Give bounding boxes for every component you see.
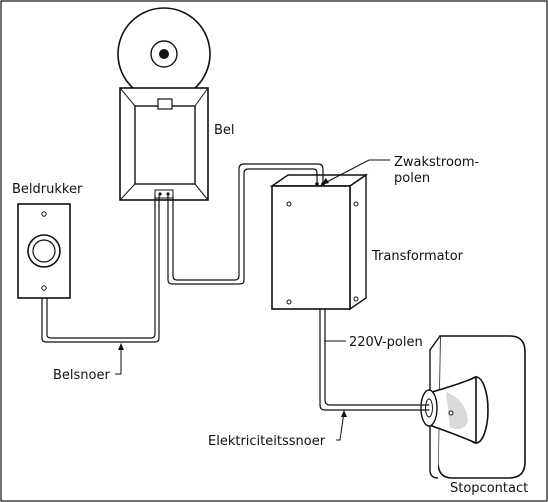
bell-cover bbox=[134, 105, 196, 185]
belsnoer-arrow bbox=[118, 343, 124, 350]
mains-cord-a bbox=[319, 308, 430, 411]
bell-bevel-br bbox=[194, 183, 209, 201]
bell-terminal-screw bbox=[158, 192, 162, 196]
transformer-screw bbox=[353, 296, 359, 302]
bell-to-transformer-wire-a bbox=[167, 168, 318, 285]
transformer-screw bbox=[353, 201, 359, 207]
label-zwakstroom-line1: Zwakstroom- bbox=[394, 155, 480, 170]
doorbell bbox=[117, 7, 211, 201]
mains-cord-b bbox=[324, 308, 430, 406]
plug-cord-grip bbox=[425, 398, 433, 418]
label-zwakstroom-line2: polen bbox=[394, 171, 430, 186]
label-bel: Bel bbox=[214, 123, 235, 138]
elektriciteitssnoer-leader bbox=[336, 411, 345, 441]
zwakstroom-arrow bbox=[321, 178, 329, 185]
label-transformator: Transformator bbox=[371, 249, 464, 264]
bell-to-transformer-wire-b bbox=[172, 163, 324, 281]
labels: Bel Beldrukker Zwakstroom- polen Transfo… bbox=[12, 123, 528, 496]
transformer-screw bbox=[286, 201, 292, 207]
push-button-screw-top bbox=[41, 211, 47, 217]
label-beldrukker: Beldrukker bbox=[12, 182, 83, 197]
push-button bbox=[17, 203, 71, 299]
label-belsnoer: Belsnoer bbox=[53, 368, 110, 383]
bell-bevel-tl bbox=[119, 87, 136, 107]
bell-bevel-bl bbox=[119, 183, 136, 201]
bell-terminal-screw bbox=[166, 192, 170, 196]
label-elektriciteitssnoer: Elektriciteitssnoer bbox=[208, 434, 326, 449]
leader-lines bbox=[115, 159, 390, 441]
zwakstroom-leader bbox=[320, 159, 390, 186]
push-button-screw-bottom bbox=[41, 285, 47, 291]
plug-screw bbox=[448, 410, 454, 416]
bell-wire-b bbox=[46, 195, 156, 339]
label-220v-polen: 220V-polen bbox=[349, 335, 423, 350]
bell-dome-center bbox=[159, 49, 169, 59]
belsnoer-leader bbox=[115, 346, 122, 375]
push-button-knob bbox=[32, 239, 56, 263]
transformer bbox=[269, 173, 369, 311]
elektriciteitssnoer-arrow bbox=[341, 410, 347, 417]
label-stopcontact: Stopcontact bbox=[450, 481, 528, 496]
wall-socket bbox=[420, 335, 526, 479]
bell-terminals bbox=[154, 189, 174, 199]
bell-bevel-tr bbox=[194, 87, 209, 107]
plug-shading bbox=[446, 392, 468, 429]
transformer-front-face bbox=[271, 185, 351, 310]
wires bbox=[41, 163, 430, 411]
transformer-side-face bbox=[349, 173, 367, 311]
bell-striker-mount bbox=[157, 98, 173, 110]
bell-wire-a bbox=[41, 195, 160, 343]
transformer-screw bbox=[286, 299, 292, 305]
